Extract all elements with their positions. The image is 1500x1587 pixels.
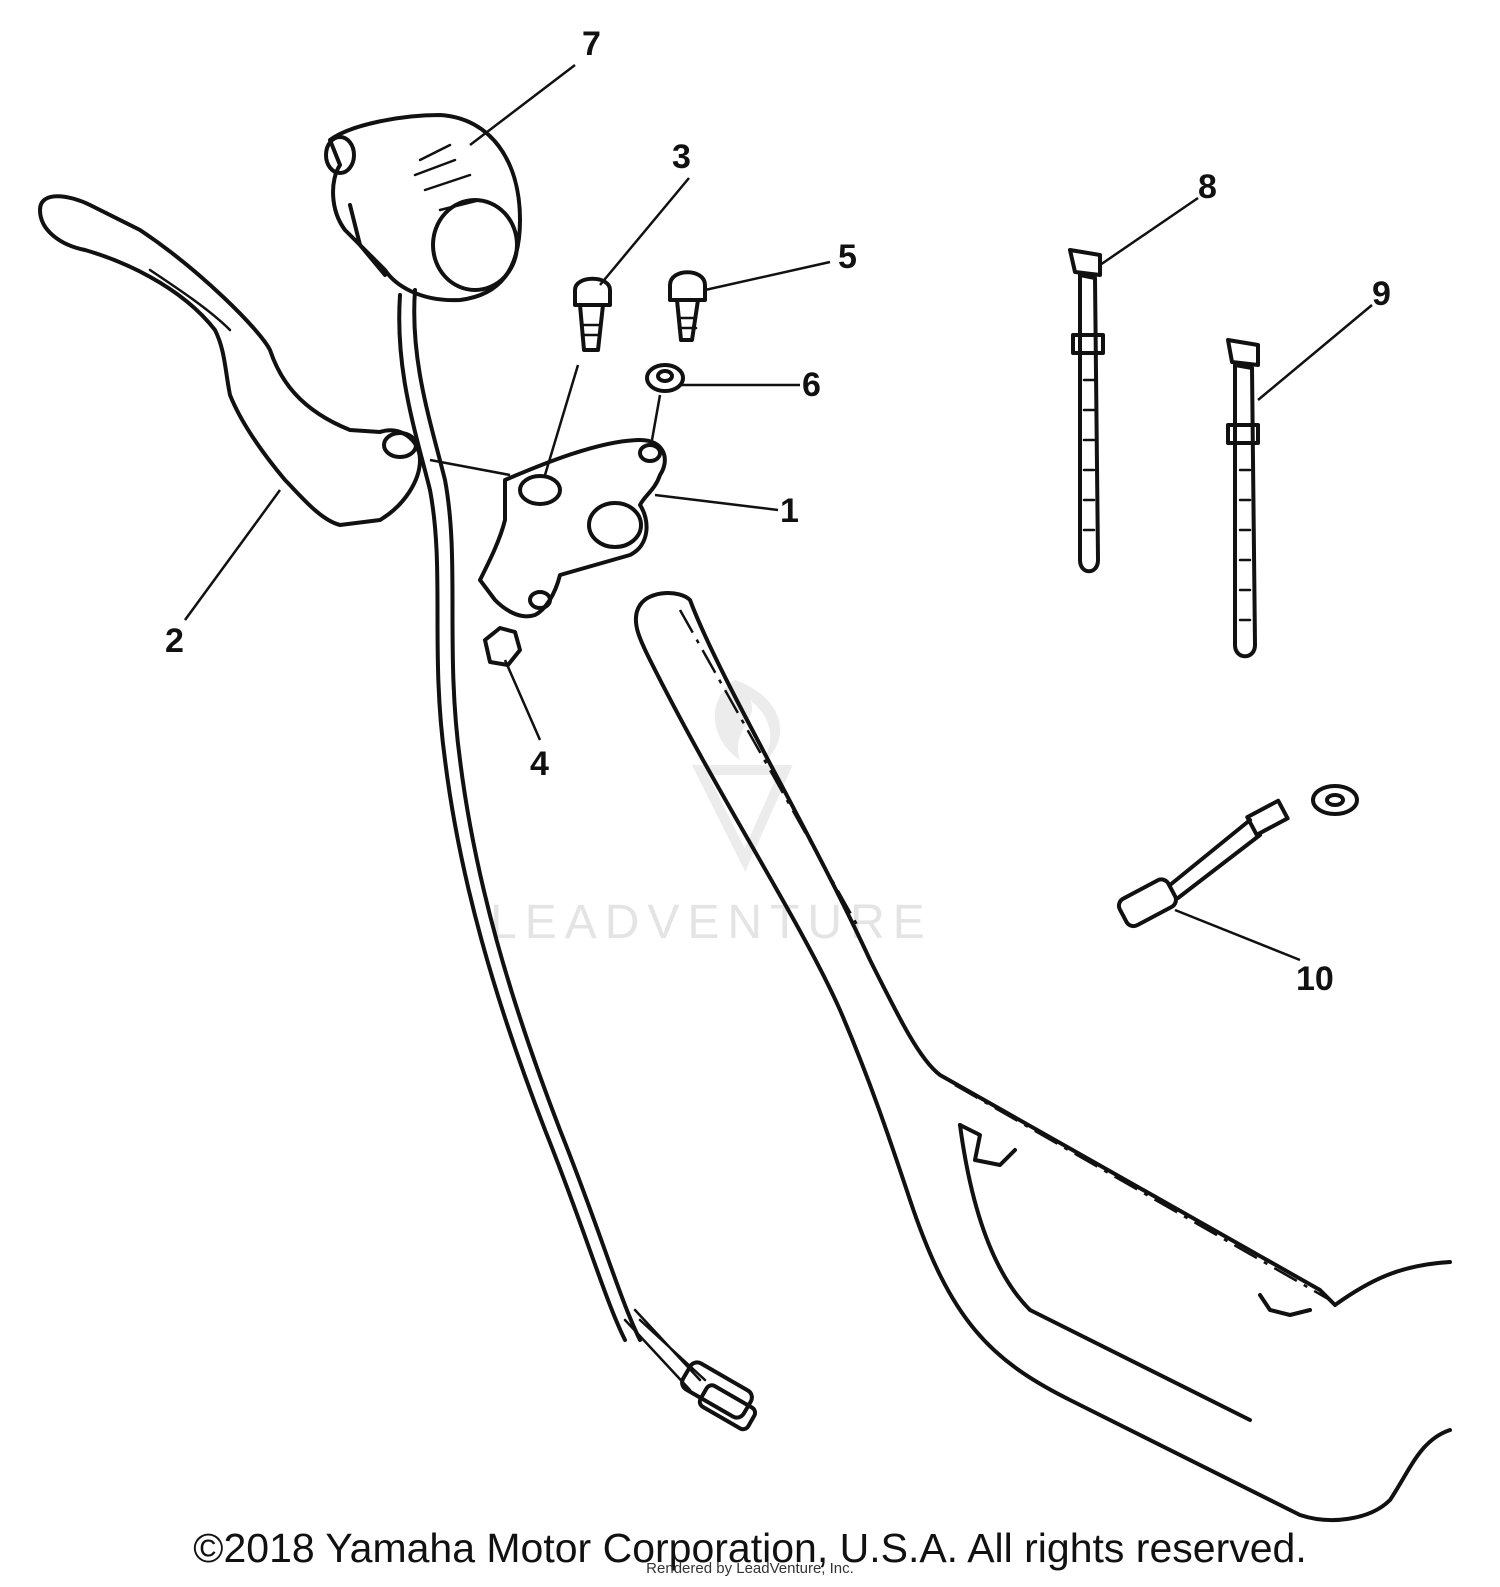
callout-1: 1: [780, 492, 799, 530]
lever-holder: [478, 438, 667, 619]
cable-tie-9: [1226, 338, 1260, 659]
callout-6: 6: [802, 366, 821, 404]
callout-9: 9: [1372, 275, 1391, 313]
callout-5: 5: [838, 238, 857, 276]
nut: [483, 626, 522, 667]
screw-5: [668, 270, 707, 342]
callout-8: 8: [1198, 168, 1217, 206]
copyright-notice: ©2018 Yamaha Motor Corporation, U.S.A. A…: [193, 1525, 1307, 1571]
switch-wire: [397, 288, 758, 1432]
rendered-by-credit: Rendered by LeadVenture, Inc.: [646, 1560, 854, 1577]
callout-7: 7: [582, 25, 601, 63]
callout-3: 3: [672, 138, 691, 176]
callout-2: 2: [165, 622, 184, 660]
handlebar: [633, 591, 1452, 1522]
lever: [38, 194, 422, 527]
cable-tie-8: [1068, 248, 1105, 574]
callouts: 7 3 8 5 9 6 1 2 4 10: [165, 25, 1391, 998]
lead-wire: [1116, 784, 1359, 929]
callout-10: 10: [1296, 960, 1334, 998]
screw-3: [573, 276, 612, 352]
callout-4: 4: [530, 745, 549, 783]
washer: [645, 363, 685, 393]
watermark-text: LEADVENTURE: [490, 896, 933, 949]
watermark: LEADVENTURE: [490, 680, 933, 949]
switch-housing: [324, 113, 522, 303]
leader-lines: [183, 64, 1373, 962]
